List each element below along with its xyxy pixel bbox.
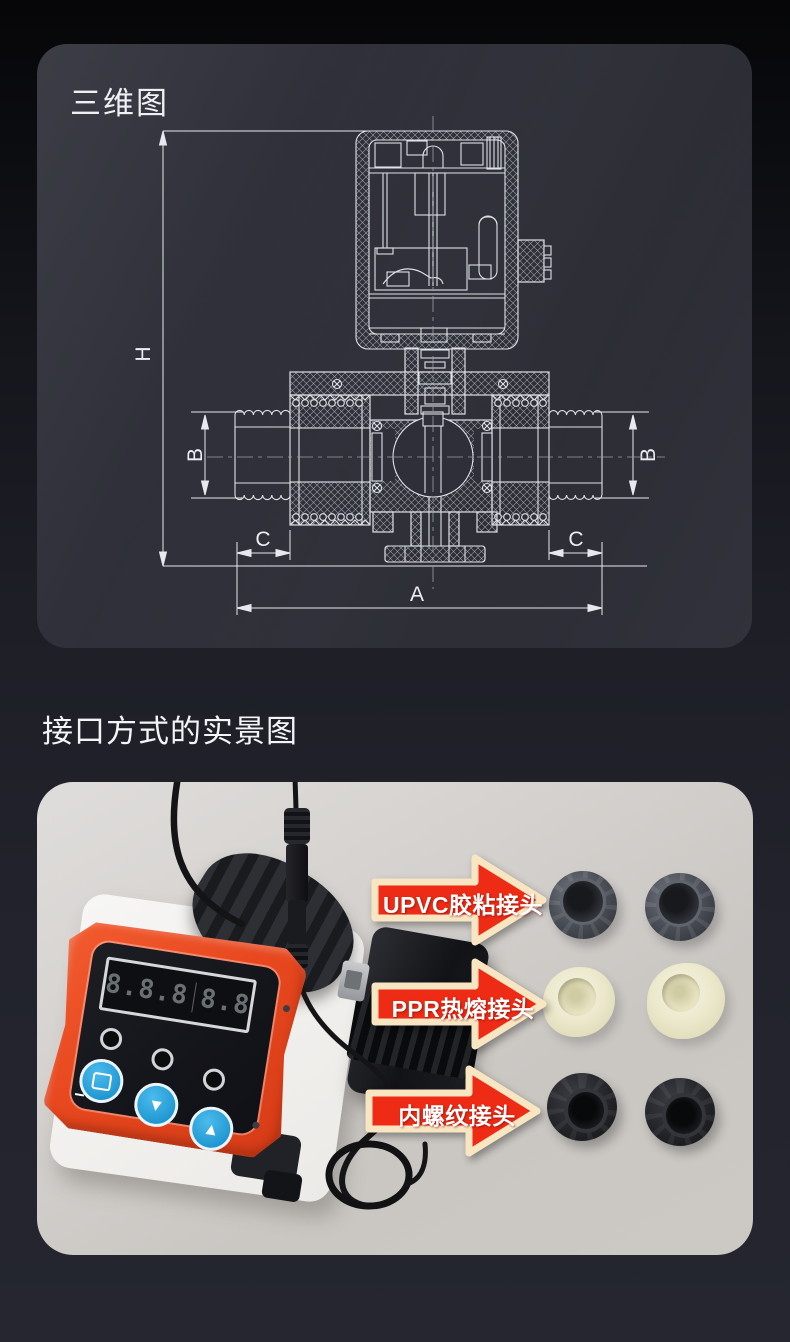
fitting-bore	[662, 1093, 706, 1138]
dim-label-b-left: B	[184, 448, 207, 462]
timer-controller: 8.8.8 8.8 ▼ ▲	[40, 915, 310, 1162]
diagram-card: 三维图	[37, 44, 752, 648]
up-arrow-icon: ▲	[201, 1118, 222, 1140]
display-divider	[192, 983, 197, 1013]
label-thread-joint: 内螺纹接头	[398, 1103, 516, 1129]
centerlines	[207, 116, 665, 589]
label-ppr-joint: PPR热熔接头	[391, 996, 535, 1022]
indicator-led-3	[201, 1067, 226, 1092]
set-button[interactable]	[76, 1056, 126, 1106]
display-digits-right: 8.8	[198, 983, 253, 1022]
dc-connector-body	[286, 844, 308, 902]
down-button[interactable]: ▼	[131, 1080, 181, 1130]
callout-arrow-thread	[365, 1065, 541, 1157]
dimension-lines: H A B B	[132, 130, 660, 615]
valve-cross-section	[234, 347, 603, 563]
fitting-ppr-2	[647, 963, 725, 1039]
fitting-bore	[662, 974, 700, 1012]
valve-technical-drawing: H A B B	[132, 116, 665, 615]
diagram-card-title: 三维图	[70, 86, 169, 121]
fitting-bore	[558, 978, 596, 1016]
fitting-upvc-2	[645, 873, 715, 941]
fitting-upvc-1	[549, 871, 617, 939]
callout-arrow-ppr	[371, 958, 547, 1050]
dim-label-b-right: B	[637, 448, 660, 462]
fitting-thread-1	[547, 1073, 617, 1141]
screw	[252, 1121, 260, 1129]
dim-label-h: H	[132, 346, 155, 361]
display-digits-left: 8.8.8	[103, 968, 191, 1012]
photo-card: 8.8.8 8.8 ▼ ▲	[37, 782, 753, 1255]
fitting-ppr-1	[543, 967, 615, 1037]
indicator-led-1	[98, 1026, 123, 1051]
screw	[282, 1005, 290, 1013]
fitting-bore	[564, 1088, 608, 1133]
label-upvc-joint: UPVC胶粘接头	[383, 892, 543, 918]
dim-label-c-right: C	[568, 528, 583, 551]
dim-label-c-left: C	[255, 528, 270, 551]
timer-face-panel: 8.8.8 8.8 ▼ ▲	[69, 940, 281, 1135]
dc-connector-plug	[288, 900, 306, 946]
actuator-cross-section	[355, 130, 552, 350]
dim-label-a: A	[410, 583, 424, 606]
fitting-bore	[656, 880, 702, 927]
timer-display: 8.8.8 8.8	[98, 956, 257, 1033]
up-button[interactable]: ▲	[186, 1104, 236, 1154]
fitting-thread-2	[645, 1078, 715, 1146]
indicator-led-2	[150, 1047, 175, 1072]
fitting-bore	[560, 878, 606, 925]
down-arrow-icon: ▼	[146, 1094, 167, 1116]
set-icon	[91, 1071, 112, 1091]
dc-connector-nut	[284, 808, 310, 844]
callout-arrow-upvc	[371, 854, 547, 946]
photo-section-title: 接口方式的实景图	[42, 714, 298, 749]
